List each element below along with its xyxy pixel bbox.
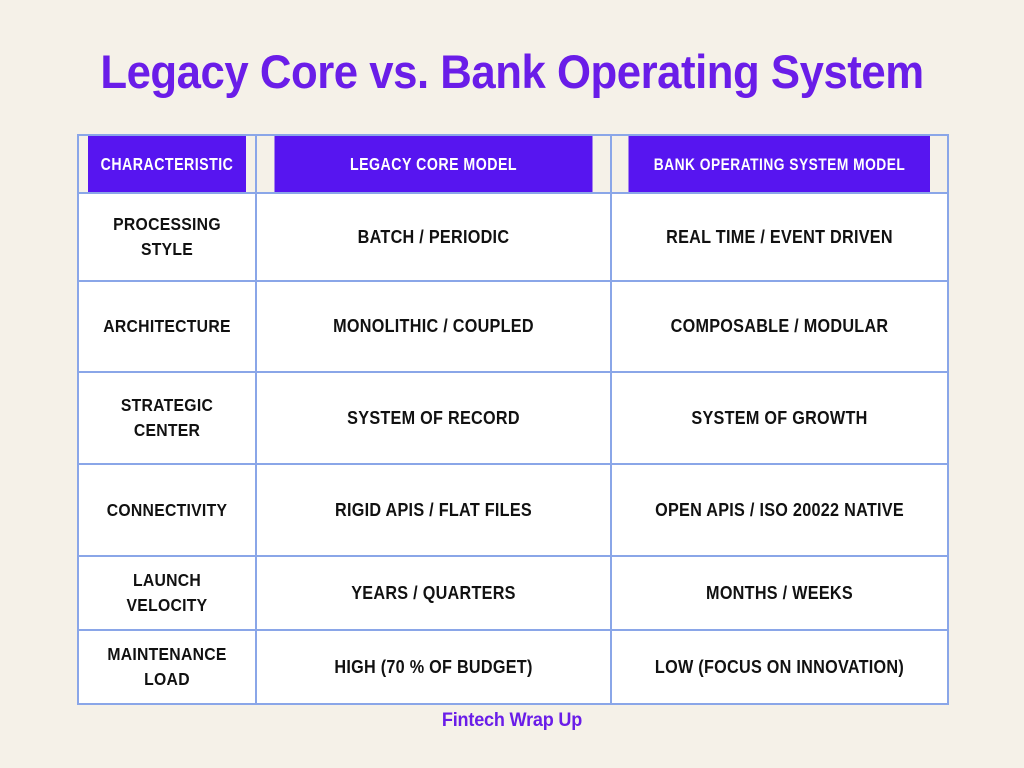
cell-characteristic-text: CONNECTIVITY [106,499,228,520]
column-header-bank-operating-system-model: BANK OPERATING SYSTEM MODEL [626,134,933,194]
column-header-bank-operating-system-model-label: BANK OPERATING SYSTEM MODEL [653,154,906,174]
cell-bos: MONTHS / WEEKS [610,555,949,631]
column-header-legacy-core-model: LEGACY CORE MODEL [272,134,595,194]
comparison-table-container: CHARACTERISTIC LEGACY CORE MODEL BANK OP… [77,134,949,705]
cell-bos-text: COMPOSABLE / MODULAR [670,316,889,336]
cell-characteristic-text: STRATEGIC CENTER [120,395,214,440]
cell-bos: LOW (FOCUS ON INNOVATION) [610,629,949,705]
column-header-legacy-core-model-label: LEGACY CORE MODEL [349,153,518,174]
cell-characteristic: LAUNCH VELOCITY [77,555,257,631]
cell-legacy-text: MONOLITHIC / COUPLED [333,316,534,336]
page-title: Legacy Core vs. Bank Operating System [100,45,924,98]
column-header-characteristic-label: CHARACTERISTIC [100,153,234,174]
cell-characteristic: MAINTENANCE LOAD [77,629,257,705]
cell-legacy: RIGID APIS / FLAT FILES [255,463,612,557]
cell-legacy-text: BATCH / PERIODIC [357,226,510,247]
cell-bos: OPEN APIS / ISO 20022 NATIVE [610,463,949,557]
cell-bos: REAL TIME / EVENT DRIVEN [610,192,949,282]
cell-legacy-text: SYSTEM OF RECORD [347,407,520,428]
cell-characteristic: PROCESSING STYLE [77,192,257,282]
table-row: CONNECTIVITY RIGID APIS / FLAT FILES OPE… [77,463,949,557]
cell-legacy: MONOLITHIC / COUPLED [255,280,612,373]
cell-characteristic: CONNECTIVITY [77,463,257,557]
table-row: PROCESSING STYLE BATCH / PERIODIC REAL T… [77,192,949,282]
cell-characteristic-text: ARCHITECTURE [103,316,231,336]
cell-legacy: BATCH / PERIODIC [255,192,612,282]
table-row: MAINTENANCE LOAD HIGH (70 % OF BUDGET) L… [77,629,949,705]
comparison-table: CHARACTERISTIC LEGACY CORE MODEL BANK OP… [77,134,949,705]
table-row: STRATEGIC CENTER SYSTEM OF RECORD SYSTEM… [77,371,949,465]
table-header: CHARACTERISTIC LEGACY CORE MODEL BANK OP… [78,134,948,194]
cell-characteristic: ARCHITECTURE [77,280,257,373]
cell-legacy: YEARS / QUARTERS [255,555,612,631]
cell-legacy-text: YEARS / QUARTERS [351,582,516,603]
table-row: LAUNCH VELOCITY YEARS / QUARTERS MONTHS … [77,555,949,631]
cell-bos-text: REAL TIME / EVENT DRIVEN [666,226,893,247]
cell-characteristic-text: PROCESSING STYLE [113,214,221,259]
cell-legacy: HIGH (70 % OF BUDGET) [255,629,612,705]
cell-bos: COMPOSABLE / MODULAR [610,280,949,373]
cell-bos-text: OPEN APIS / ISO 20022 NATIVE [655,499,904,520]
cell-bos-text: SYSTEM OF GROWTH [691,407,868,428]
footer-brand: Fintech Wrap Up [441,710,583,731]
cell-bos-text: LOW (FOCUS ON INNOVATION) [654,656,905,677]
cell-characteristic: STRATEGIC CENTER [77,371,257,465]
column-header-characteristic: CHARACTERISTIC [86,134,249,194]
cell-legacy: SYSTEM OF RECORD [255,371,612,465]
table-body: PROCESSING STYLE BATCH / PERIODIC REAL T… [77,192,949,705]
table-header-row: CHARACTERISTIC LEGACY CORE MODEL BANK OP… [78,134,948,194]
cell-legacy-text: HIGH (70 % OF BUDGET) [334,656,533,677]
cell-characteristic-text: MAINTENANCE LOAD [107,644,227,689]
cell-legacy-text: RIGID APIS / FLAT FILES [334,499,533,520]
table-row: ARCHITECTURE MONOLITHIC / COUPLED COMPOS… [77,280,949,373]
cell-bos-text: MONTHS / WEEKS [706,582,853,603]
cell-bos: SYSTEM OF GROWTH [610,371,949,465]
cell-characteristic-text: LAUNCH VELOCITY [126,570,208,615]
